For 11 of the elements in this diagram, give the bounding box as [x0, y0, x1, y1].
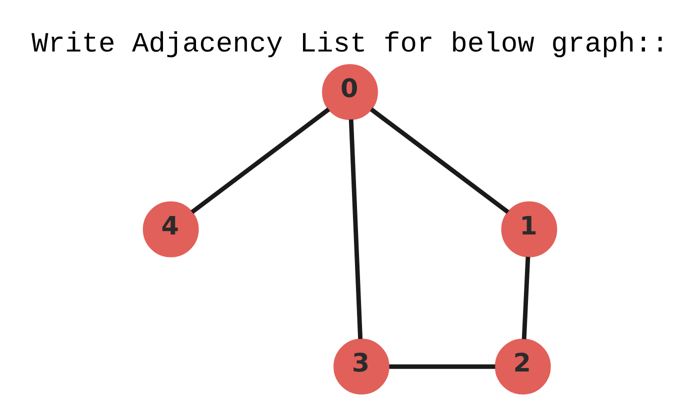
connector: [389, 364, 496, 369]
node-circle: 1: [501, 201, 558, 258]
diagram-title: Write Adjacency List for below graph::: [31, 30, 669, 61]
connector: [522, 256, 530, 340]
node-circle: 0: [322, 64, 378, 120]
connector: [370, 108, 510, 214]
node-circle: 2: [494, 338, 551, 395]
connector: [348, 119, 363, 340]
node-circle: 4: [142, 201, 199, 258]
connector: [190, 108, 330, 214]
node-circle: 3: [333, 338, 390, 395]
